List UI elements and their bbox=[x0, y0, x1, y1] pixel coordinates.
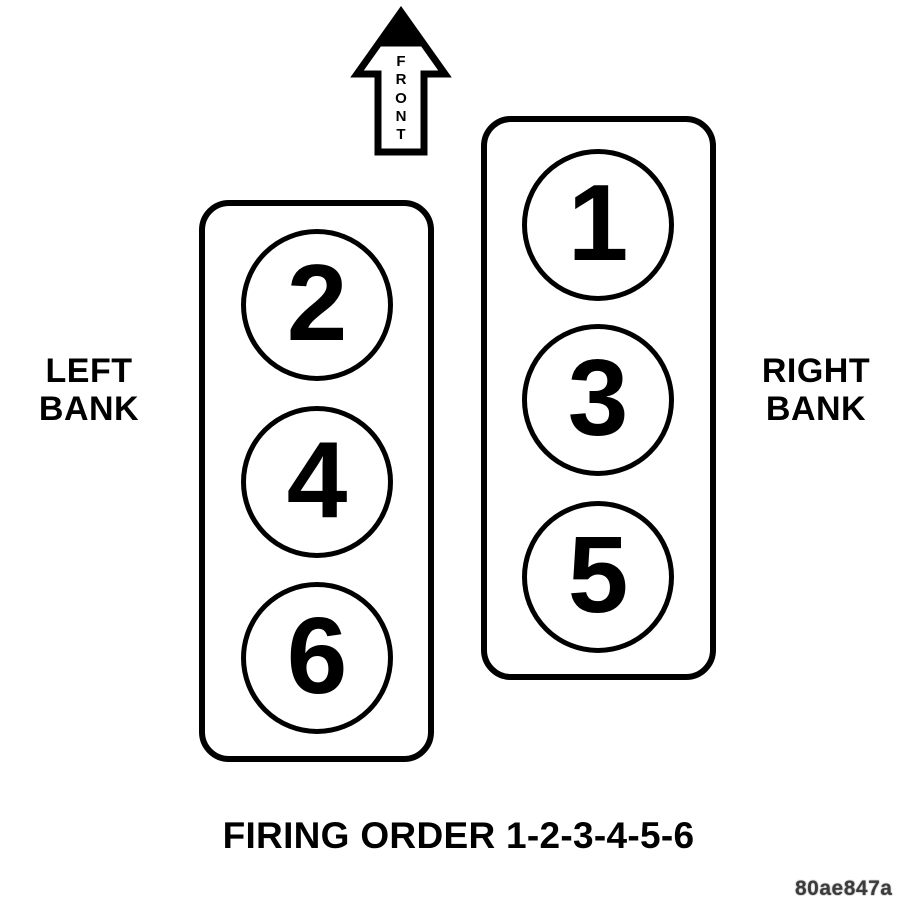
left-bank-label-line1: LEFT bbox=[45, 352, 133, 390]
cylinder-2: 2 bbox=[241, 229, 393, 381]
cylinder-5-number: 5 bbox=[567, 513, 629, 636]
cylinder-4: 4 bbox=[241, 406, 393, 558]
right-bank-label-line1: RIGHT bbox=[761, 352, 871, 390]
cylinder-6: 6 bbox=[241, 582, 393, 734]
cylinder-5: 5 bbox=[522, 501, 674, 653]
cylinder-1-number: 1 bbox=[567, 161, 629, 284]
front-arrow-label: FRONT bbox=[395, 53, 407, 144]
cylinder-3: 3 bbox=[522, 324, 674, 476]
right-bank-label-line2: BANK bbox=[765, 390, 867, 428]
left-bank-label-line2: BANK bbox=[38, 390, 140, 428]
figure-code: 80ae847a bbox=[795, 877, 893, 900]
cylinder-6-number: 6 bbox=[286, 594, 348, 717]
right-bank-label: RIGHT BANK bbox=[741, 352, 891, 428]
front-arrow-up-icon bbox=[350, 6, 452, 156]
left-bank-label: LEFT BANK bbox=[14, 352, 164, 428]
cylinder-3-number: 3 bbox=[567, 336, 629, 459]
firing-order-caption: FIRING ORDER 1-2-3-4-5-6 bbox=[222, 815, 695, 856]
cylinder-1: 1 bbox=[522, 149, 674, 301]
cylinder-4-number: 4 bbox=[286, 418, 348, 541]
cylinder-2-number: 2 bbox=[286, 241, 348, 364]
